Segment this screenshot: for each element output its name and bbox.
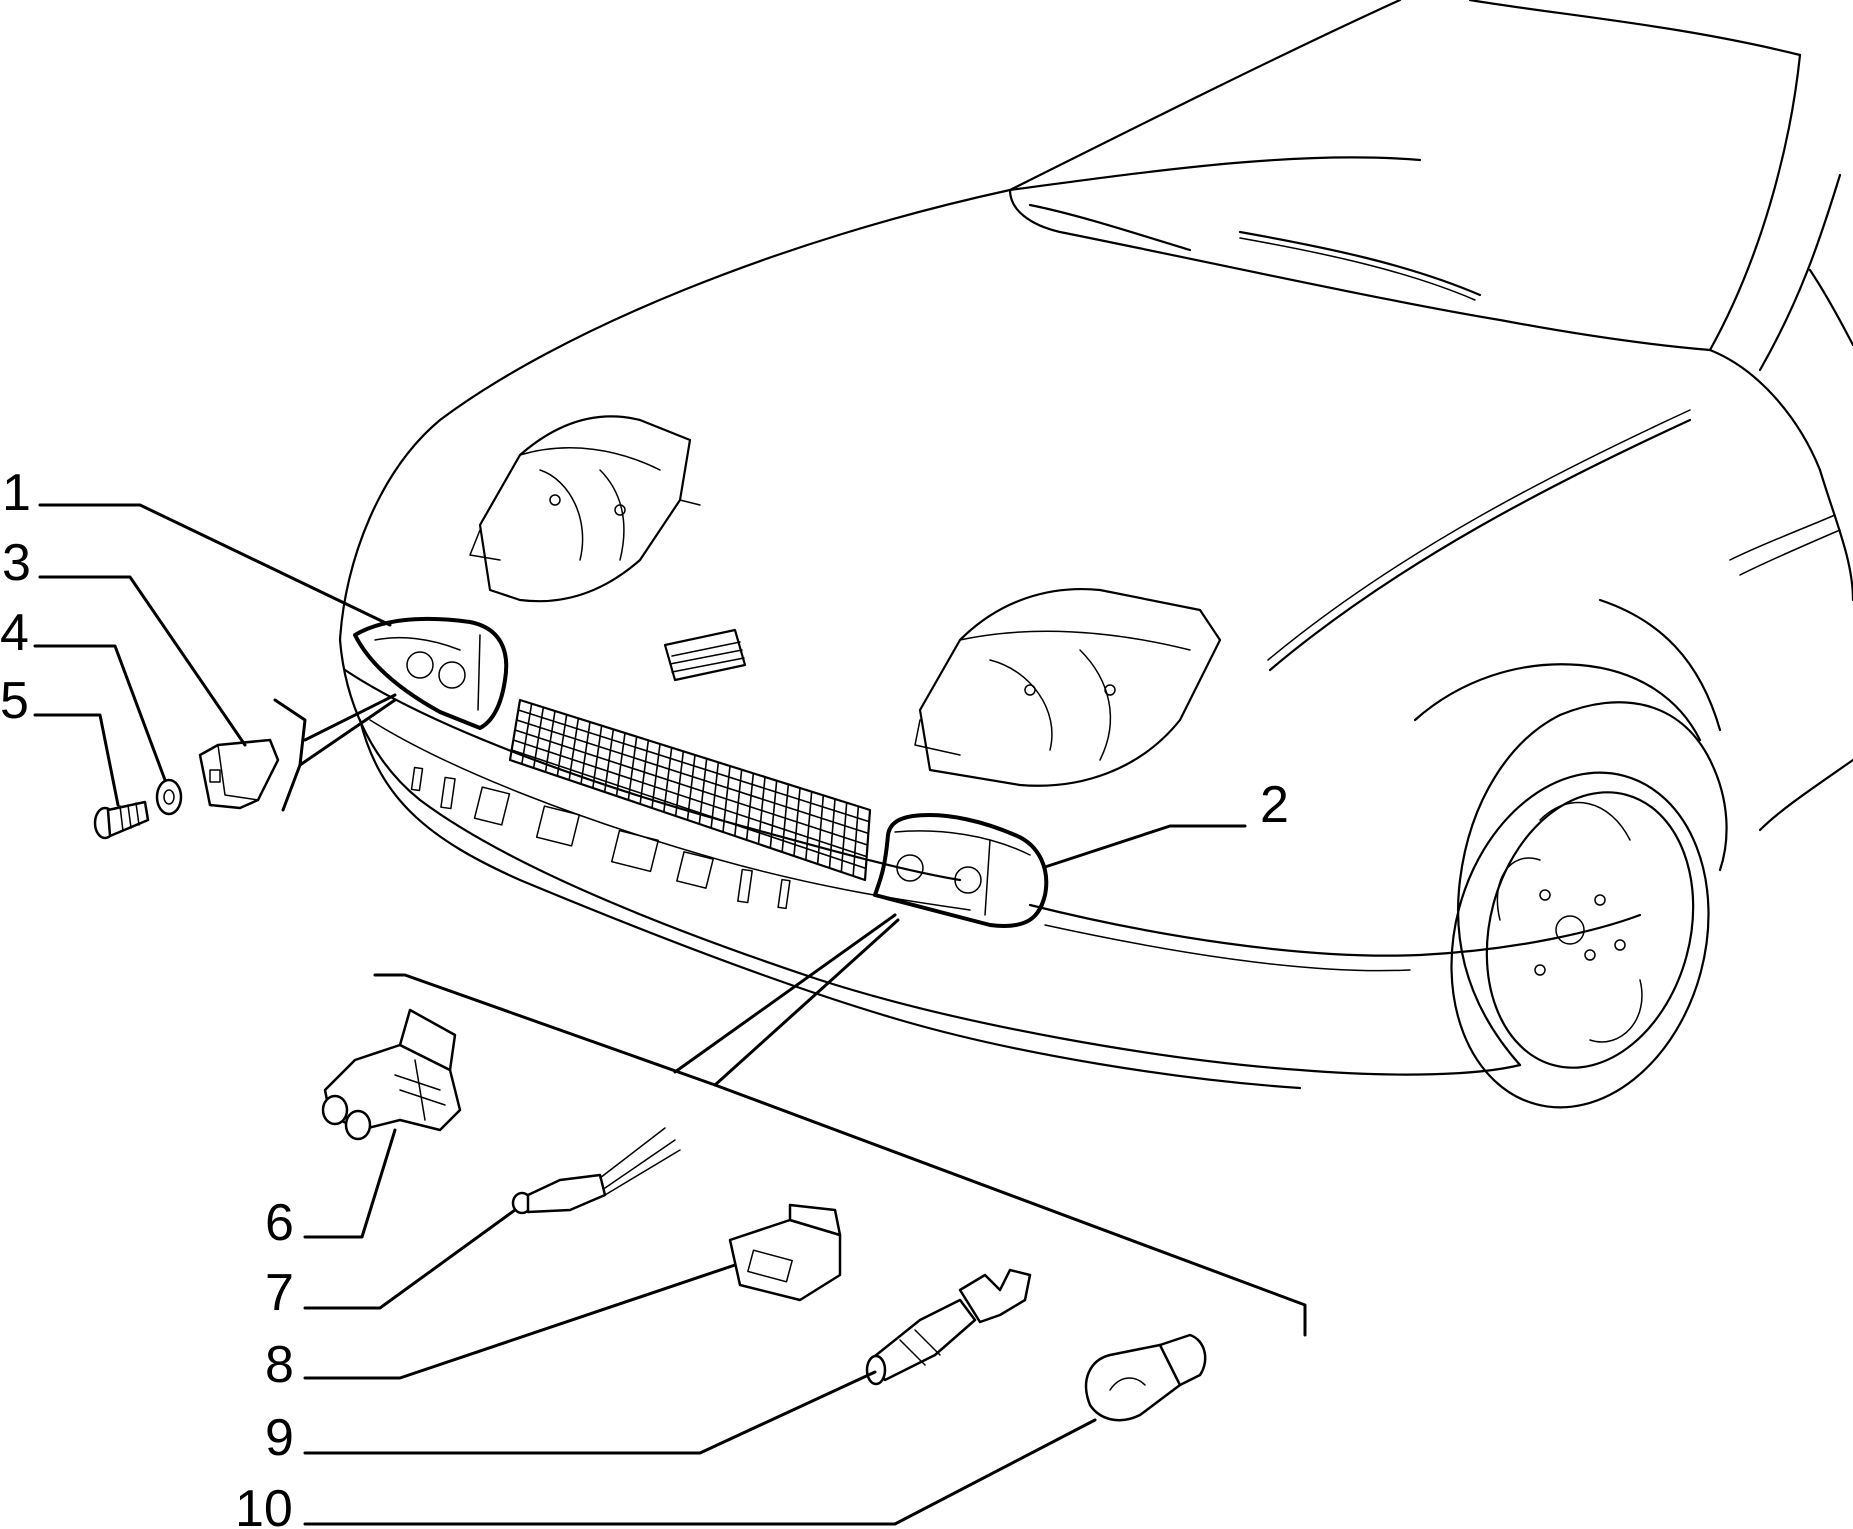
callout-10: 10: [235, 1480, 293, 1529]
callout-numbers: 1 3 4 5 2 6 7 8 9 10: [0, 464, 1289, 1529]
headlamp-right: [914, 588, 1222, 787]
callout-1: 1: [2, 464, 31, 522]
part-10-bayonet-bulb: [1084, 1333, 1207, 1422]
part-6-connector: [321, 1008, 462, 1141]
callout-7: 7: [265, 1264, 294, 1322]
callout-4: 4: [0, 604, 29, 662]
part-7-bulb-holder: [511, 1127, 681, 1215]
callout-3: 3: [2, 534, 31, 592]
front-grille: [508, 698, 872, 882]
part-1-left-indicator-lamp: [353, 616, 509, 730]
callout-8: 8: [265, 1336, 294, 1394]
part-5-screw: [93, 800, 150, 840]
callout-9: 9: [265, 1409, 294, 1467]
callout-6: 6: [265, 1194, 294, 1252]
part-4-washer: [155, 778, 183, 816]
headlamp-left: [469, 415, 701, 603]
callout-2: 2: [1260, 776, 1289, 834]
car-body-outline: [338, 0, 1853, 1109]
part-2-right-indicator-lamp: [873, 813, 1049, 928]
part-9-halogen-bulb: [865, 1268, 1032, 1386]
part-3-bracket: [198, 738, 280, 810]
part-8-socket: [728, 1203, 842, 1302]
bumper-slots: [410, 766, 791, 910]
leader-lines: [33, 503, 1307, 1526]
callout-5: 5: [0, 672, 29, 730]
hood-vent: [663, 628, 747, 682]
